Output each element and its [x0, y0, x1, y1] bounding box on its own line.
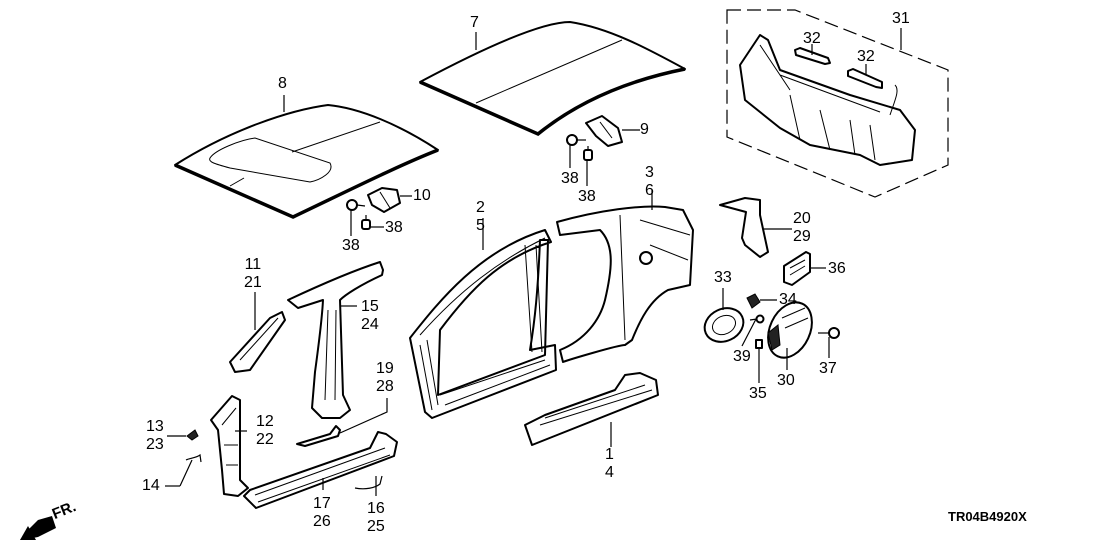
- fastener-38d[interactable]: [361, 215, 371, 230]
- leader-lines: [165, 28, 902, 496]
- callout-19-28: 19 28: [376, 360, 394, 396]
- arrow-down-left-icon: [20, 516, 56, 540]
- callout-38-b: 38: [578, 188, 596, 205]
- fuel-lid-30[interactable]: [760, 295, 821, 364]
- callout-36: 36: [828, 260, 846, 277]
- callout-22: 22: [256, 431, 274, 448]
- fuel-filler-base-33[interactable]: [699, 302, 749, 348]
- callout-20-29: 20 29: [793, 210, 811, 246]
- callout-16-25: 16 25: [367, 500, 385, 536]
- callout-2: 2: [476, 199, 485, 216]
- callout-15: 15: [361, 298, 379, 315]
- roof-panel-8[interactable]: [174, 104, 439, 219]
- callout-2-5: 2 5: [476, 199, 485, 235]
- callout-12-22: 12 22: [256, 413, 274, 449]
- callout-11: 11: [244, 256, 262, 273]
- callout-30: 30: [777, 372, 795, 389]
- callout-10: 10: [413, 187, 431, 204]
- fastener-38b[interactable]: [583, 146, 593, 161]
- callout-21: 21: [244, 274, 262, 291]
- callout-28: 28: [376, 378, 394, 395]
- callout-13: 13: [146, 418, 164, 435]
- fastener-38c[interactable]: [346, 199, 366, 211]
- callout-15-24: 15 24: [361, 298, 379, 334]
- gusset-19-28[interactable]: [296, 425, 341, 447]
- fastener-38a[interactable]: [566, 134, 586, 146]
- side-sill-panel-1-4[interactable]: [524, 372, 659, 446]
- callout-3-6: 3 6: [645, 164, 654, 200]
- callout-26: 26: [313, 513, 331, 530]
- bracket-9[interactable]: [585, 115, 623, 147]
- callout-16: 16: [367, 500, 385, 517]
- callout-13-23: 13 23: [146, 418, 164, 454]
- roof-panel-7[interactable]: [419, 21, 686, 137]
- bracket-36[interactable]: [783, 251, 811, 286]
- clip-14[interactable]: [185, 453, 202, 463]
- front-pillar-lower-12-22[interactable]: [210, 395, 249, 497]
- callout-4: 4: [605, 464, 614, 481]
- callout-32-a: 32: [803, 30, 821, 47]
- callout-5: 5: [476, 217, 485, 234]
- callout-1-4: 1 4: [605, 446, 614, 482]
- callout-12: 12: [256, 413, 274, 430]
- callout-29: 29: [793, 228, 811, 245]
- callout-32-b: 32: [857, 48, 875, 65]
- callout-34: 34: [779, 291, 797, 308]
- rear-quarter-panel-3-6[interactable]: [556, 205, 694, 363]
- bolt-37[interactable]: [818, 327, 840, 339]
- fuel-lid-opener-34[interactable]: [746, 293, 761, 309]
- callout-35: 35: [749, 385, 767, 402]
- callout-25: 25: [367, 518, 385, 535]
- callout-3: 3: [645, 164, 654, 181]
- front-pillar-reinforcement-11-21[interactable]: [229, 311, 286, 373]
- callout-31: 31: [892, 10, 910, 27]
- callout-8: 8: [278, 75, 287, 92]
- bracket-13-23[interactable]: [186, 429, 199, 441]
- side-sill-reinforcement-17-26[interactable]: [243, 431, 398, 509]
- diagram-code: TR04B4920X: [948, 509, 1027, 524]
- callout-23: 23: [146, 436, 164, 453]
- callout-20: 20: [793, 210, 811, 227]
- callout-38-a: 38: [561, 170, 579, 187]
- callout-11-21: 11 21: [244, 256, 262, 292]
- callout-33: 33: [714, 269, 732, 286]
- bracket-10[interactable]: [367, 187, 401, 213]
- rear-reinforcement-32b[interactable]: [847, 68, 883, 89]
- callout-7: 7: [470, 14, 479, 31]
- callout-1: 1: [605, 446, 614, 463]
- callout-38-d: 38: [385, 219, 403, 236]
- callout-14: 14: [142, 477, 160, 494]
- stopper-35[interactable]: [755, 339, 763, 349]
- callout-17: 17: [313, 495, 331, 512]
- callout-6: 6: [645, 182, 654, 199]
- outer-side-panel-2-5[interactable]: [409, 229, 557, 419]
- callout-37: 37: [819, 360, 837, 377]
- rear-reinforcement-32a[interactable]: [794, 47, 831, 65]
- callout-39: 39: [733, 348, 751, 365]
- extension-16-25[interactable]: [354, 475, 383, 490]
- rear-bracket-20-29[interactable]: [719, 197, 769, 258]
- callout-9: 9: [640, 121, 649, 138]
- center-pillar-15-24[interactable]: [287, 261, 384, 419]
- spring-39[interactable]: [749, 314, 765, 324]
- callout-24: 24: [361, 316, 379, 333]
- rear-panel-assembly-31[interactable]: [726, 9, 949, 198]
- callout-38-c: 38: [342, 237, 360, 254]
- callout-17-26: 17 26: [313, 495, 331, 531]
- callout-19: 19: [376, 360, 394, 377]
